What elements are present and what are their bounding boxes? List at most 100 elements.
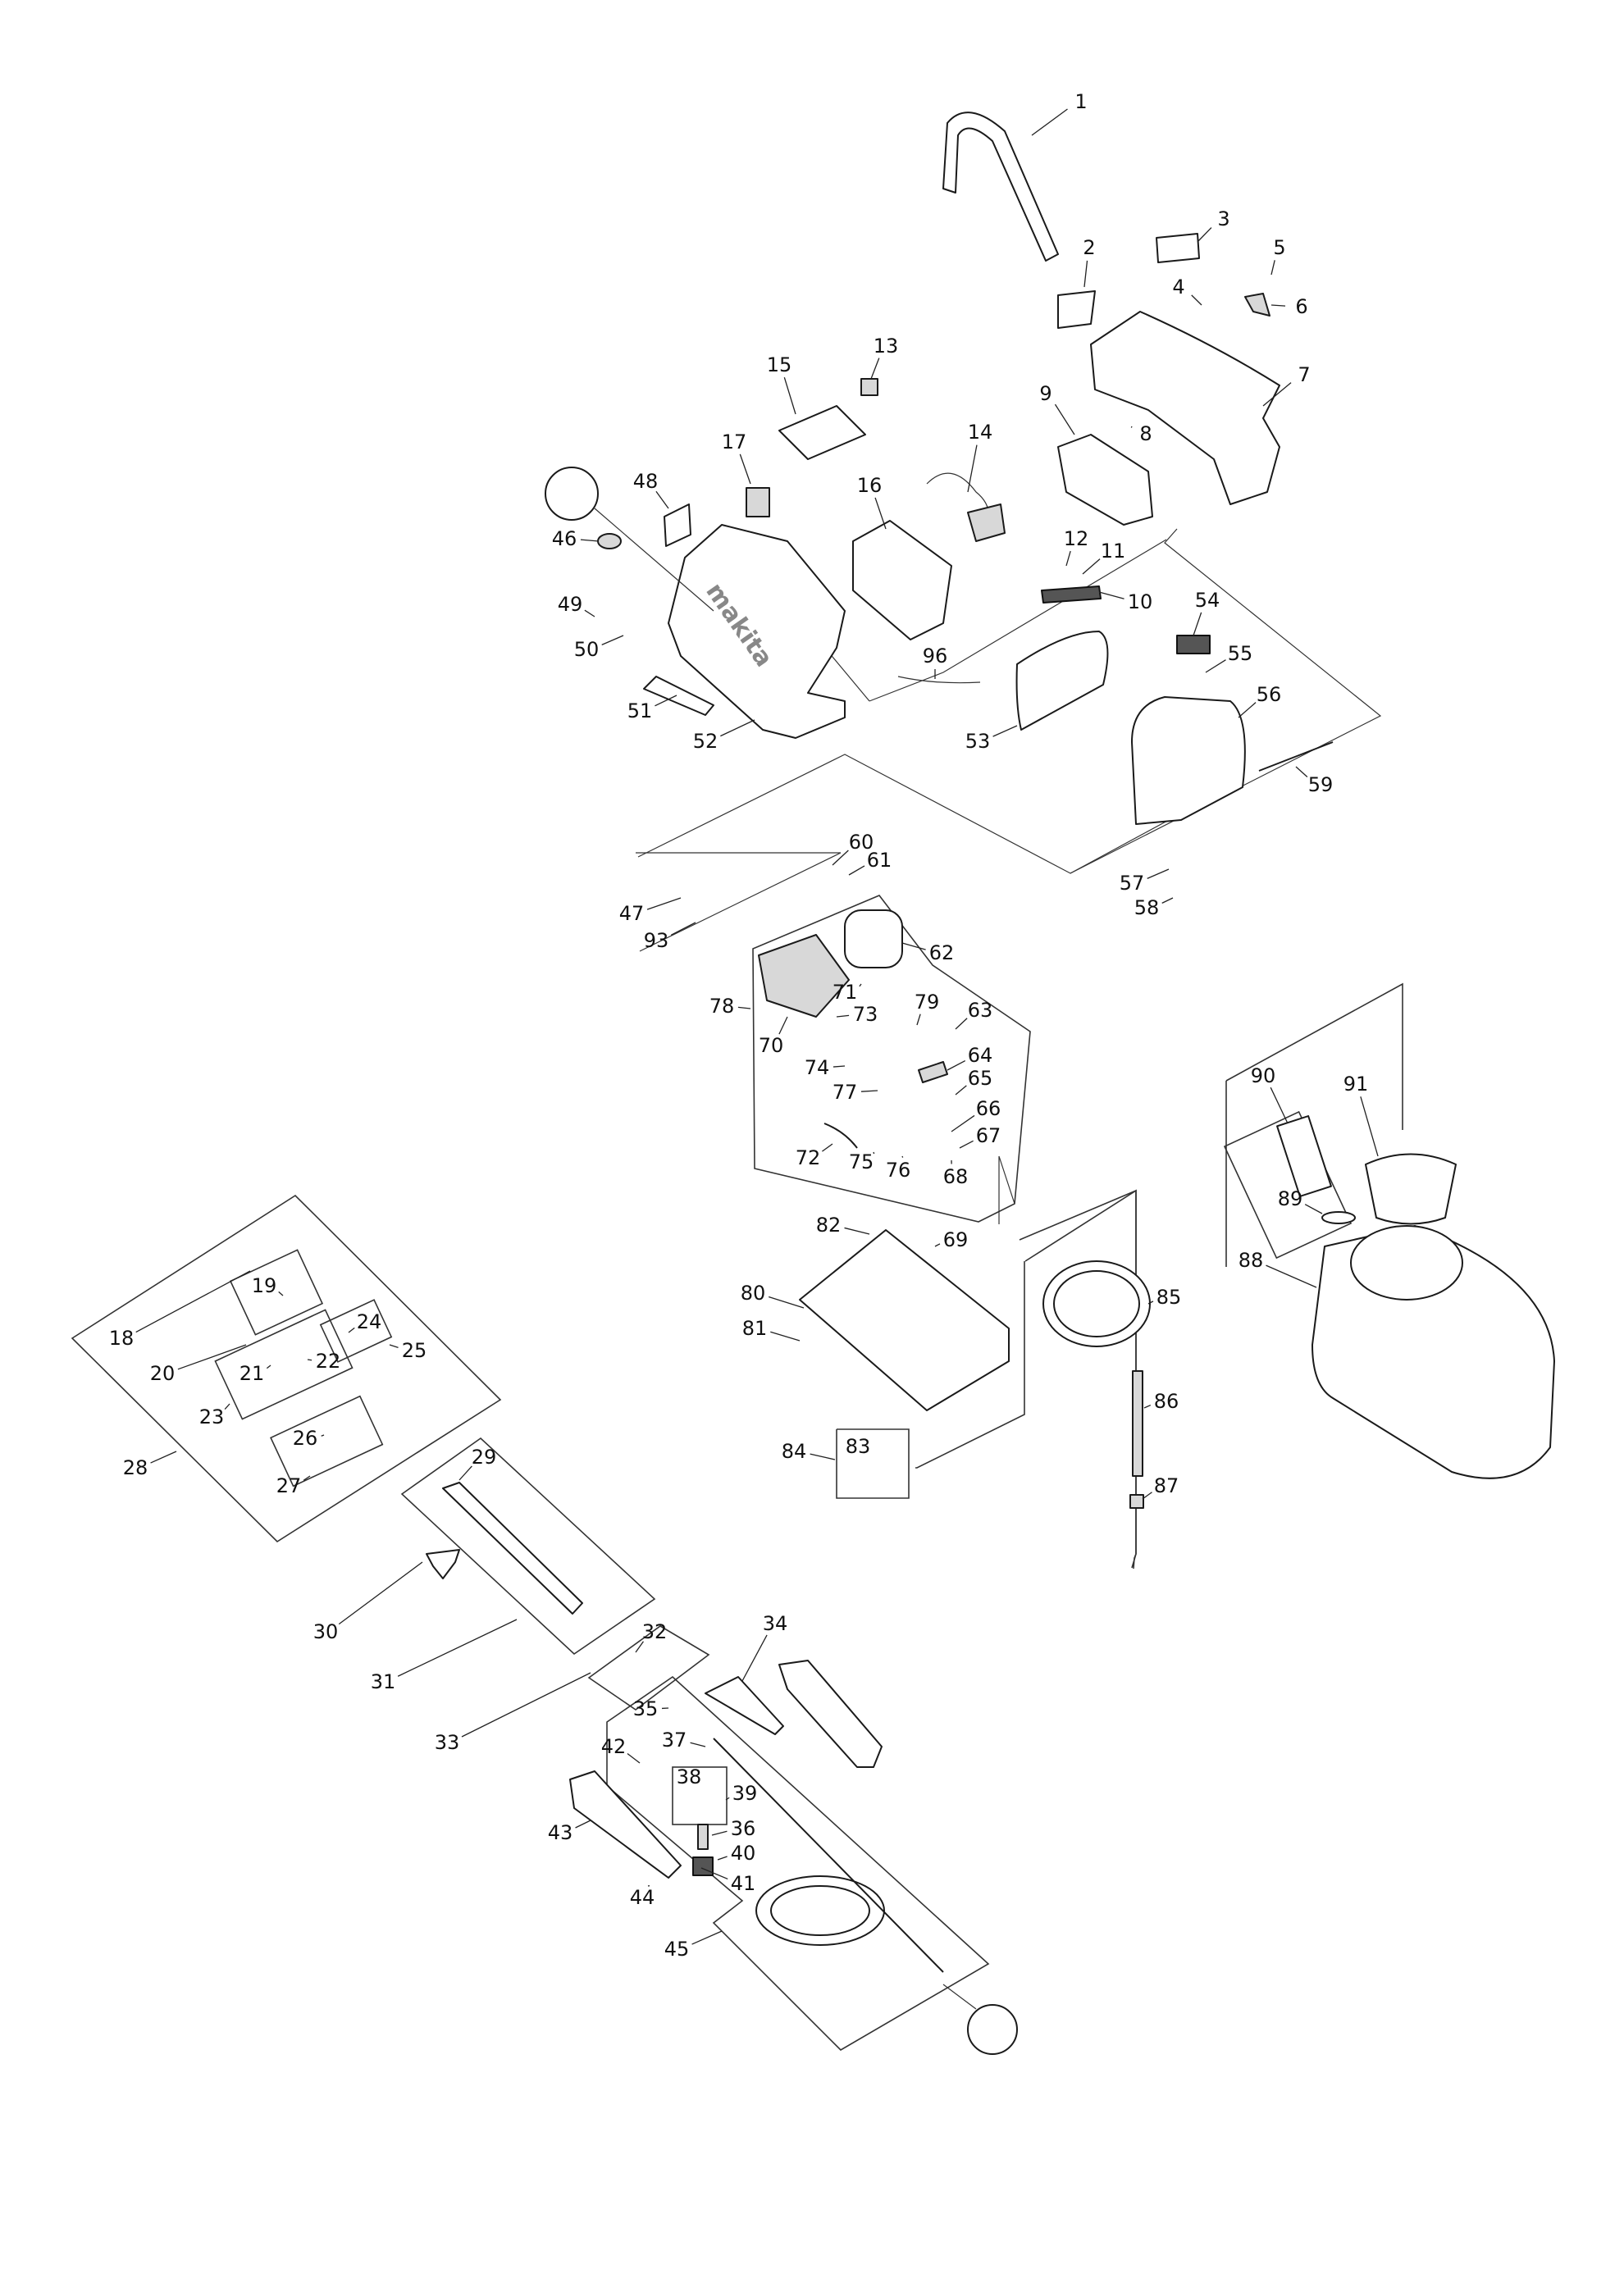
part-number-label-3: 3: [1217, 207, 1229, 230]
gasket-85-inner: [1053, 1270, 1140, 1337]
leader-line-9: [1054, 403, 1075, 435]
frame-reservoir: [1225, 982, 1403, 1130]
part-number-label-9: 9: [1039, 382, 1051, 405]
connector-line-bottom: [942, 1984, 977, 2010]
part-number-label-54: 54: [1195, 589, 1220, 612]
leader-line-86: [1143, 1404, 1152, 1409]
frame-85-87: [1024, 1189, 1137, 1569]
leader-line-87: [1142, 1492, 1152, 1500]
part-number-label-81: 81: [742, 1317, 768, 1340]
wire-96-part: [897, 676, 981, 684]
part-number-label-12: 12: [1064, 527, 1089, 550]
part-number-label-87: 87: [1154, 1474, 1179, 1497]
leader-line-16: [874, 497, 887, 530]
leader-line-7: [1262, 382, 1292, 407]
tee-part: [918, 1061, 948, 1083]
part-number-label-11: 11: [1101, 540, 1126, 563]
part-number-label-23: 23: [199, 1405, 225, 1428]
label-3-part: [1156, 233, 1200, 263]
leader-line-72: [822, 1143, 833, 1152]
leader-line-45: [691, 1930, 723, 1945]
terminal-part: [860, 378, 878, 396]
leader-line-61: [848, 865, 865, 876]
part-number-label-91: 91: [1343, 1073, 1369, 1096]
leader-line-69: [934, 1243, 941, 1247]
leader-line-57: [1147, 868, 1170, 879]
leader-line-52: [720, 719, 755, 737]
part-number-label-53: 53: [965, 730, 991, 753]
part-number-label-70: 70: [759, 1034, 784, 1057]
leader-line-42: [627, 1752, 641, 1764]
part-number-label-33: 33: [435, 1731, 460, 1754]
leader-line-36: [711, 1830, 728, 1836]
leader-line-88: [1266, 1264, 1317, 1288]
leader-line-85: [1147, 1301, 1154, 1305]
leader-line-84: [810, 1453, 836, 1460]
part-number-label-61: 61: [867, 849, 892, 872]
part-number-label-85: 85: [1156, 1286, 1182, 1309]
frame-23: [214, 1309, 354, 1420]
part-number-label-2: 2: [1083, 236, 1095, 259]
hose-coil-inner: [770, 1885, 870, 1936]
leader-line-39: [725, 1797, 730, 1801]
part-number-label-34: 34: [763, 1612, 788, 1635]
leader-line-19: [278, 1291, 284, 1296]
part-number-label-63: 63: [968, 999, 993, 1022]
frame-27: [270, 1395, 384, 1487]
part-number-label-57: 57: [1120, 872, 1145, 895]
label-48-part: [664, 503, 691, 547]
leader-line-14: [967, 444, 978, 493]
frame-33: [587, 1625, 710, 1711]
leader-line-40: [717, 1856, 728, 1861]
leader-line-6: [1270, 304, 1286, 307]
connector-line-top: [594, 508, 714, 612]
leader-line-74: [833, 1065, 846, 1068]
leader-line-4: [1191, 294, 1202, 306]
leader-line-29: [458, 1465, 472, 1481]
part-number-label-93: 93: [644, 929, 669, 952]
leader-line-41: [700, 1867, 728, 1880]
part-number-label-35: 35: [633, 1697, 659, 1720]
part-number-label-19: 19: [252, 1274, 277, 1297]
gun-body-34-part: [778, 1660, 883, 1768]
frame-pump-group: [752, 895, 1031, 1223]
part-number-label-77: 77: [833, 1081, 858, 1104]
tank-lid-part: [1131, 696, 1246, 825]
part-number-label-58: 58: [1134, 896, 1160, 919]
switch-box-part: [1057, 434, 1153, 526]
main-housing-part: [668, 524, 846, 739]
part-number-label-59: 59: [1308, 773, 1334, 796]
leader-line-10: [1098, 591, 1124, 599]
leader-line-24: [348, 1327, 355, 1333]
leader-line-91: [1360, 1096, 1379, 1157]
part-number-label-68: 68: [943, 1165, 969, 1188]
strip-part: [643, 676, 714, 716]
part-number-label-16: 16: [857, 474, 883, 497]
leader-line-90: [1270, 1086, 1289, 1124]
part-drawings: makita: [426, 112, 1555, 1973]
part-number-label-32: 32: [642, 1620, 668, 1643]
leader-line-18: [135, 1270, 251, 1333]
part-number-label-18: 18: [109, 1327, 135, 1350]
cap-87-part: [1129, 1494, 1144, 1509]
leader-line-71: [859, 983, 862, 987]
part-number-label-48: 48: [633, 470, 659, 493]
frame-base-guide: [915, 1261, 1025, 1469]
part-number-label-5: 5: [1273, 236, 1285, 259]
part-number-label-31: 31: [371, 1670, 396, 1693]
leader-line-37: [690, 1742, 706, 1747]
motor-part: [844, 909, 903, 968]
bottle-90-part: [1276, 1115, 1332, 1197]
plate-part: [1041, 585, 1102, 604]
part-number-label-27: 27: [276, 1474, 302, 1497]
leader-line-31: [397, 1619, 518, 1677]
leader-line-76: [901, 1155, 904, 1158]
part-number-label-52: 52: [693, 730, 718, 753]
window-part: [1015, 631, 1109, 731]
lance-part: [442, 1482, 583, 1615]
ring-89-part: [1321, 1211, 1356, 1224]
leader-line-55: [1205, 659, 1226, 673]
part-number-label-39: 39: [732, 1782, 758, 1805]
switch-part: [746, 487, 770, 517]
leader-line-80: [769, 1296, 805, 1309]
